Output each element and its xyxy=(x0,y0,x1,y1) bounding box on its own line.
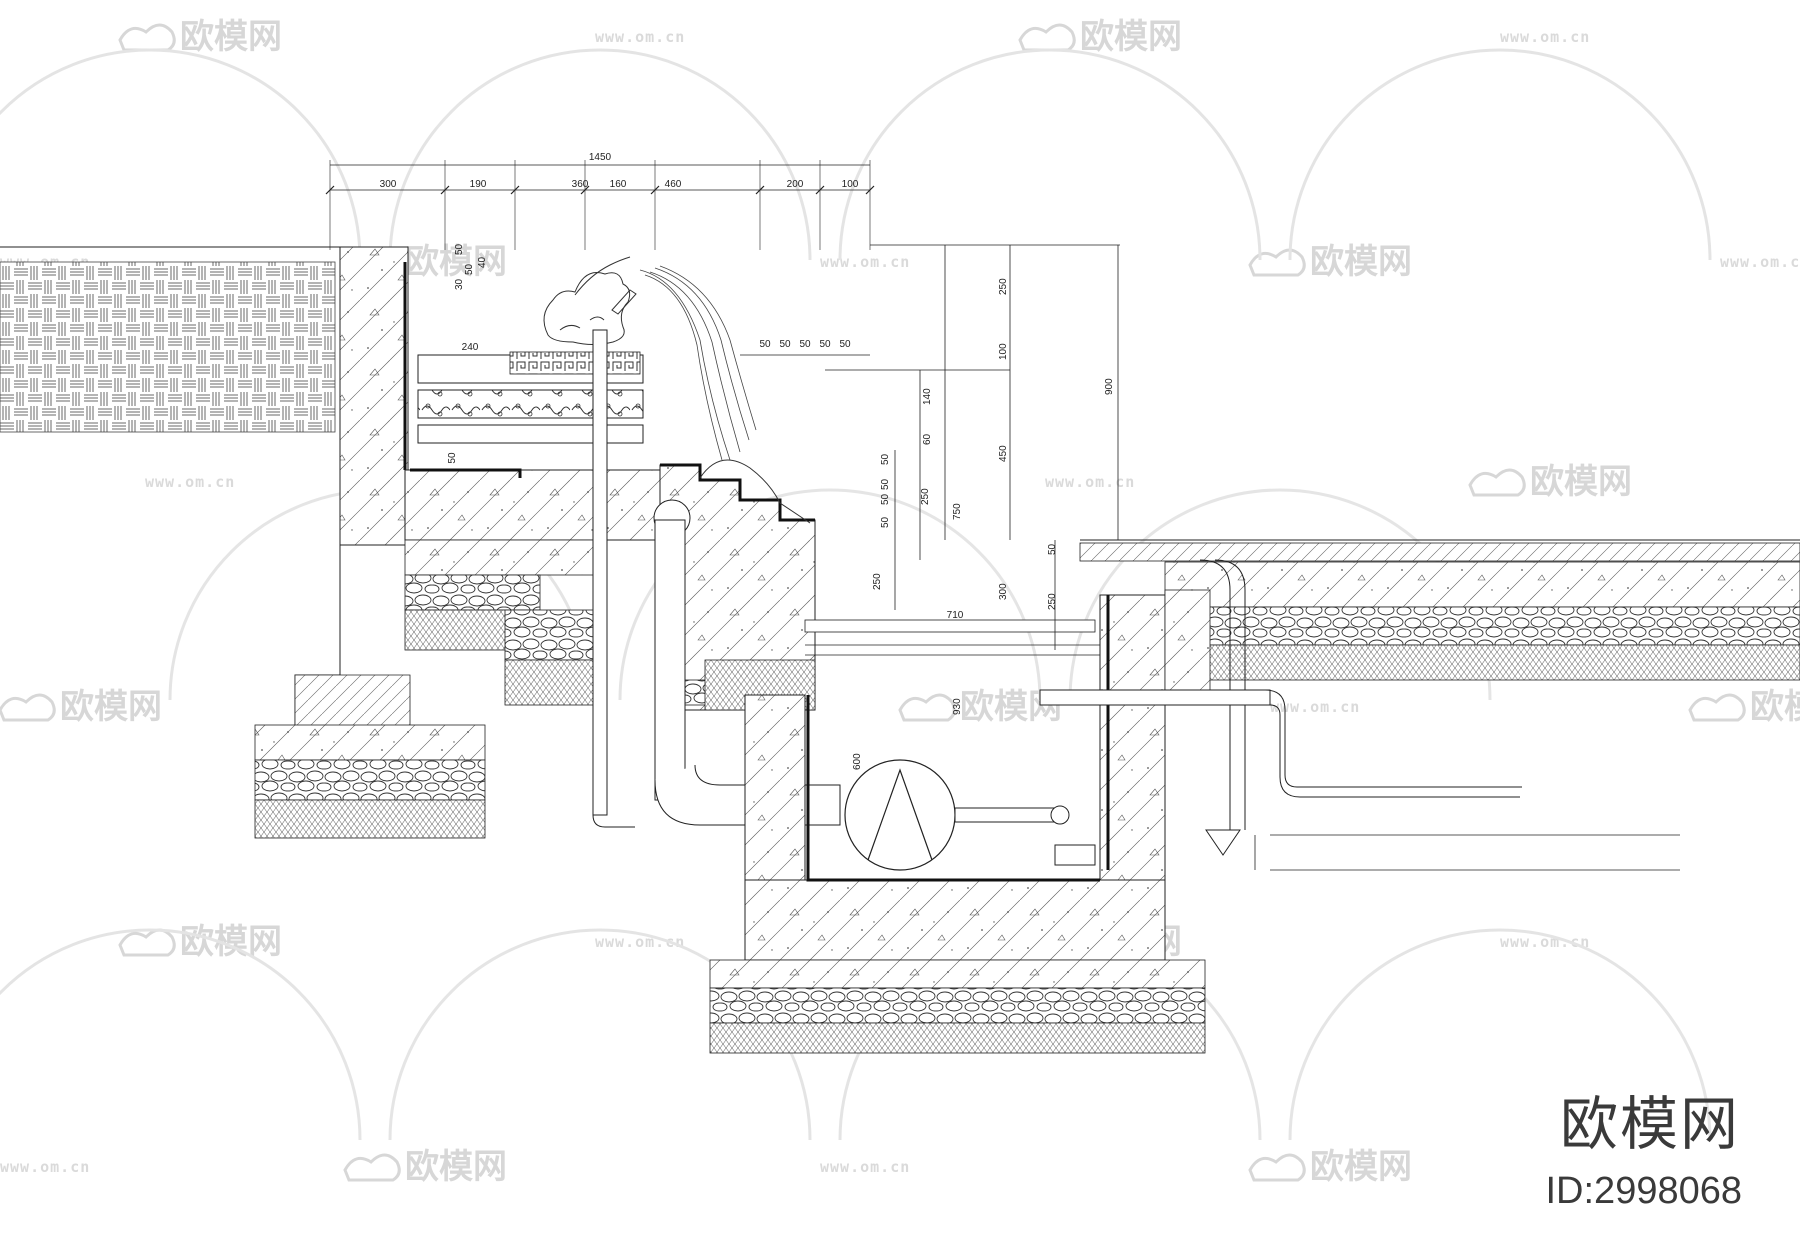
watermark-url: www.om.cn xyxy=(145,473,235,491)
watermark-sofa-icon xyxy=(898,693,956,722)
watermark-sofa-icon xyxy=(118,23,176,52)
watermark-arc xyxy=(838,48,1262,261)
dimension-lines xyxy=(325,160,1120,650)
dim-step-1: 50 xyxy=(759,339,771,350)
dim-vstack-1: 50 xyxy=(454,243,465,255)
dim-top-6: 200 xyxy=(787,179,804,190)
paving-left xyxy=(0,246,336,433)
dim-rc-2: 100 xyxy=(998,343,1009,360)
pump-chamber xyxy=(709,594,1206,1054)
dim-rb-2: 750 xyxy=(952,503,963,520)
watermark-sofa-icon xyxy=(0,693,56,722)
dim-ra-2: 60 xyxy=(922,433,933,445)
watermark-url: www.om.cn xyxy=(1720,253,1800,271)
watermark-arc xyxy=(388,48,812,261)
brand-id: ID:2998068 xyxy=(1545,1170,1743,1212)
watermark-arc xyxy=(1288,48,1712,261)
watermark-arc xyxy=(0,48,362,261)
watermark-url: www.om.cn xyxy=(1500,933,1590,951)
watermark-url: www.om.cn xyxy=(0,1158,90,1176)
watermark-url: www.om.cn xyxy=(820,1158,910,1176)
watermark-sofa-icon xyxy=(1248,248,1306,277)
watermark-logo-text: 欧模网 xyxy=(405,1147,507,1187)
watermark-arc xyxy=(1288,928,1712,1141)
watermark-logo-text: 欧模网 xyxy=(1310,1147,1412,1187)
watermark-logo-text: 欧模网 xyxy=(60,687,162,727)
dimension-tick xyxy=(325,185,335,195)
watermark-url: www.om.cn xyxy=(595,28,685,46)
dim-vstack-4: 40 xyxy=(477,256,488,268)
dim-left-small: 50 xyxy=(447,452,458,464)
dim-top-5: 460 xyxy=(665,179,682,190)
dim-step-2: 50 xyxy=(779,339,791,350)
watermark-sofa-icon xyxy=(1248,1153,1306,1182)
dim-step-4: 50 xyxy=(819,339,831,350)
dim-ra-1: 140 xyxy=(922,388,933,405)
watermark-sofa-icon xyxy=(343,1153,401,1182)
watermark-logo-text: 欧模网 xyxy=(1750,687,1800,727)
dimension-labels: 1450 300 190 360 160 460 200 100 240 50 … xyxy=(380,152,1115,770)
watermark-url: www.om.cn xyxy=(1270,698,1360,716)
watermark-logo-text: 欧模网 xyxy=(180,922,282,962)
dim-rc-5: 930 xyxy=(952,698,963,715)
dim-rc-4: 300 xyxy=(998,583,1009,600)
watermark-arc xyxy=(0,928,362,1141)
fountain-statue xyxy=(543,256,637,345)
dim-rb-1: 250 xyxy=(920,488,931,505)
dimension-tick xyxy=(650,185,660,195)
dimension-tick xyxy=(815,185,825,195)
watermark-logo-text: 欧模网 xyxy=(1530,462,1632,502)
dimension-tick xyxy=(865,185,875,195)
dim-ra-4: 50 xyxy=(880,478,891,490)
dim-top-3: 360 xyxy=(572,179,589,190)
dimension-tick xyxy=(580,185,590,195)
watermark-sofa-icon xyxy=(1468,468,1526,497)
dimension-tick xyxy=(440,185,450,195)
watermark-url: www.om.cn xyxy=(1045,473,1135,491)
watermark-logo-text: 欧模网 xyxy=(1080,17,1182,57)
dim-pump: 600 xyxy=(852,753,863,770)
dim-rc-1: 250 xyxy=(998,278,1009,295)
dim-top-2: 190 xyxy=(470,179,487,190)
dim-ledge: 240 xyxy=(462,342,479,353)
watermark-url: www.om.cn xyxy=(595,933,685,951)
dim-top-1: 300 xyxy=(380,179,397,190)
brand-logo-text: 欧模网 xyxy=(1559,1090,1740,1158)
watermark-url: www.om.cn xyxy=(820,253,910,271)
dimension-tick xyxy=(510,185,520,195)
dim-overall-width: 1450 xyxy=(589,152,612,163)
dim-step-3: 50 xyxy=(799,339,811,350)
dim-ra-5: 50 xyxy=(880,493,891,505)
dim-spout: 250 xyxy=(872,573,883,590)
watermark-arc xyxy=(618,488,1042,701)
watermark-sofa-icon xyxy=(1018,23,1076,52)
dim-lr-2: 250 xyxy=(1047,593,1058,610)
watermark-logo-text: 欧模网 xyxy=(405,242,507,282)
dim-ra-3: 50 xyxy=(880,453,891,465)
dim-lr-3: 710 xyxy=(947,610,964,621)
dim-vstack-2: 30 xyxy=(454,278,465,290)
watermark-sofa-icon xyxy=(118,928,176,957)
dim-lr-1: 50 xyxy=(1047,543,1058,555)
watermark-url: www.om.cn xyxy=(1500,28,1590,46)
left-retaining-wall xyxy=(254,246,486,839)
dim-top-4: 160 xyxy=(610,179,627,190)
dim-rc-3: 450 xyxy=(998,445,1009,462)
watermark-logo-text: 欧模网 xyxy=(180,17,282,57)
dim-rd-1: 900 xyxy=(1104,378,1115,395)
dim-step-5: 50 xyxy=(839,339,851,350)
cascade-steps xyxy=(659,459,816,711)
watermark-sofa-icon xyxy=(1688,693,1746,722)
lower-pool xyxy=(804,539,1800,871)
dim-vstack-3: 50 xyxy=(464,263,475,275)
dimension-tick xyxy=(755,185,765,195)
watermark-logo-text: 欧模网 xyxy=(1310,242,1412,282)
water-spray xyxy=(639,265,757,461)
dim-ra-6: 50 xyxy=(880,516,891,528)
dim-top-7: 100 xyxy=(842,179,859,190)
